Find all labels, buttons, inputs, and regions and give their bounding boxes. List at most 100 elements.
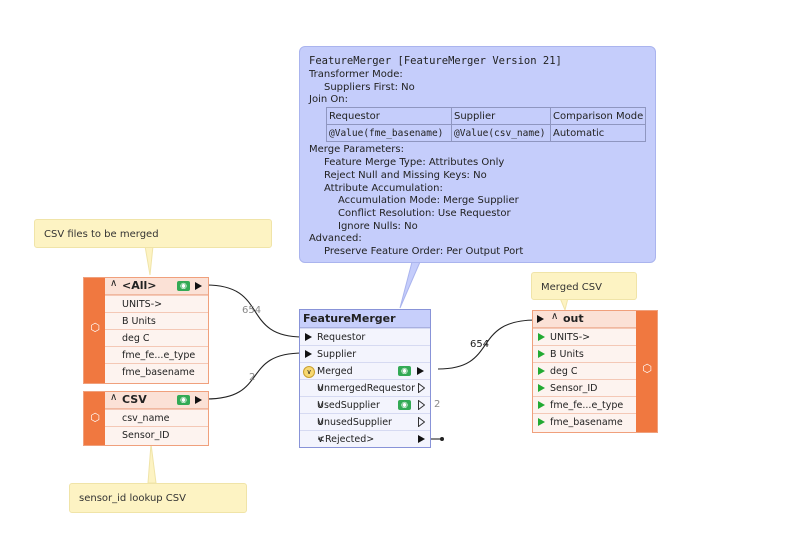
join-header-requestor: Requestor — [326, 107, 452, 125]
output-port-arrow-icon[interactable] — [418, 435, 425, 443]
summary-feature-merge-type: Feature Merge Type: Attributes Only — [324, 157, 505, 168]
port-label: Merged — [317, 366, 353, 377]
chevron-up-icon[interactable]: ∧ — [551, 311, 559, 322]
chevron-up-icon[interactable]: ∧ — [110, 392, 118, 403]
chevron-down-icon[interactable]: ∨ — [317, 417, 324, 428]
attribute-name: Sensor_ID — [550, 383, 598, 394]
attribute-row: fme_fe...e_type — [533, 396, 636, 414]
port-label: UnusedSupplier — [317, 417, 392, 428]
feature-merger-transformer[interactable]: FeatureMerger Requestor Supplier ∨ Merge… — [299, 309, 431, 448]
output-port-hollow-icon[interactable] — [418, 417, 425, 427]
reader-csv-title: CSV — [122, 393, 147, 406]
output-port-used-supplier[interactable]: ∨ UsedSupplier ◉ — [300, 396, 430, 414]
reader-csv-stripe: ⬡ — [84, 392, 105, 445]
attribute-row: Sensor_ID — [533, 379, 636, 397]
eye-icon[interactable]: ◉ — [398, 366, 411, 376]
chevron-down-icon[interactable]: ∨ — [317, 383, 324, 394]
feature-merger-header[interactable]: FeatureMerger — [300, 310, 430, 328]
output-port-arrow-icon[interactable] — [417, 367, 424, 375]
input-port-arrow-icon — [305, 350, 312, 358]
input-port-supplier[interactable]: Supplier — [300, 345, 430, 363]
annotation-merged-csv[interactable]: Merged CSV — [531, 272, 637, 300]
reader-csv-output-port[interactable] — [195, 396, 202, 404]
chevron-down-icon[interactable]: ∨ — [317, 434, 324, 445]
join-header-supplier: Supplier — [451, 107, 551, 125]
connection-all-to-requestor — [205, 284, 304, 338]
connection-csv-to-supplier — [205, 352, 304, 400]
eye-icon[interactable]: ◉ — [177, 395, 190, 405]
reader-all-header[interactable]: ∧ <All> ◉ — [105, 278, 208, 295]
input-port-requestor[interactable]: Requestor — [300, 328, 430, 346]
port-label: UnmergedRequestor — [317, 383, 416, 394]
port-label: UsedSupplier — [317, 400, 380, 411]
port-label: Requestor — [317, 332, 366, 343]
summary-join-on: Join On: — [309, 94, 348, 105]
rejected-endpoint — [440, 437, 444, 441]
output-port-rejected[interactable]: ∨ <Rejected> — [300, 430, 430, 447]
annotation-sensor-lookup-text: sensor_id lookup CSV — [79, 493, 186, 504]
chevron-up-icon[interactable]: ∧ — [110, 278, 118, 289]
join-value-requestor: @Value(fme_basename) — [326, 124, 452, 142]
annotation-merged-csv-text: Merged CSV — [541, 282, 602, 293]
connection-merged-to-out — [437, 319, 537, 370]
attribute-row: Sensor_ID — [105, 426, 208, 445]
attribute-name: deg C — [550, 366, 578, 377]
annotation-sensor-lookup[interactable]: sensor_id lookup CSV — [69, 483, 247, 513]
feature-count-used-supplier: 2 — [434, 399, 441, 410]
attribute-name: csv_name — [122, 413, 170, 424]
summary-advanced: Advanced: — [309, 233, 362, 244]
attribute-port-icon — [538, 384, 545, 392]
bubble-pointer — [399, 261, 421, 309]
output-port-unused-supplier[interactable]: ∨ UnusedSupplier — [300, 413, 430, 431]
eye-icon[interactable]: ◉ — [177, 281, 190, 291]
attribute-row: UNITS-> — [533, 328, 636, 346]
summary-suppliers-first: Suppliers First: No — [324, 82, 415, 93]
input-port-arrow-icon — [305, 333, 312, 341]
reader-csv-feature-type[interactable]: ⬡ ∧ CSV ◉ csv_name Sensor_ID — [83, 391, 209, 446]
output-port-hollow-icon[interactable] — [418, 383, 425, 393]
feature-merger-title: FeatureMerger — [303, 312, 396, 325]
feature-count-all-to-requestor: 654 — [242, 305, 262, 316]
output-port-unmerged-requestor[interactable]: ∨ UnmergedRequestor — [300, 379, 430, 397]
chevron-down-icon[interactable]: ∨ — [317, 400, 324, 411]
reader-all-title: <All> — [122, 279, 157, 292]
warning-icon[interactable]: ∨ — [303, 366, 315, 378]
attribute-row: fme_basename — [105, 363, 208, 383]
reader-csv-header[interactable]: ∧ CSV ◉ — [105, 392, 208, 409]
writer-out-input-port[interactable] — [537, 315, 544, 323]
attribute-row: deg C — [533, 362, 636, 380]
output-port-hollow-icon[interactable] — [418, 400, 425, 410]
join-header-comparison-mode: Comparison Mode — [549, 107, 647, 125]
writer-out-stripe: ⬡ — [636, 311, 657, 432]
attribute-row: B Units — [105, 312, 208, 330]
reader-all-output-port[interactable] — [195, 282, 202, 290]
stack-icon: ⬡ — [642, 362, 652, 375]
summary-conflict-resolution: Conflict Resolution: Use Requestor — [338, 208, 511, 219]
eye-icon[interactable]: ◉ — [398, 400, 411, 410]
attribute-name: UNITS-> — [550, 332, 591, 343]
summary-reject-null: Reject Null and Missing Keys: No — [324, 170, 487, 181]
attribute-row: fme_basename — [533, 413, 636, 432]
writer-out-title: out — [563, 312, 584, 325]
attribute-name: fme_fe...e_type — [122, 350, 196, 361]
summary-transformer-mode: Transformer Mode: — [309, 69, 403, 80]
join-value-comparison-mode: Automatic — [549, 124, 647, 142]
summary-ignore-nulls: Ignore Nulls: No — [338, 221, 418, 232]
annotation-csv-files[interactable]: CSV files to be merged — [34, 219, 272, 248]
summary-preserve-order: Preserve Feature Order: Per Output Port — [324, 246, 524, 257]
attribute-name: Sensor_ID — [122, 430, 170, 441]
writer-out-header[interactable]: ∧ out — [533, 311, 636, 328]
reader-all-stripe: ⬡ — [84, 278, 105, 383]
attribute-name: B Units — [550, 349, 584, 360]
reader-all-feature-type[interactable]: ⬡ ∧ <All> ◉ UNITS-> B Units deg C fme_fe… — [83, 277, 209, 384]
join-on-table: Requestor Supplier Comparison Mode @Valu… — [326, 107, 647, 142]
note-csv-files-pointer — [144, 245, 154, 276]
writer-out-feature-type[interactable]: ⬡ ∧ out UNITS-> B Units deg C Sensor_ID … — [532, 310, 658, 433]
attribute-name: UNITS-> — [122, 299, 163, 310]
output-port-merged[interactable]: ∨ Merged ◉ — [300, 362, 430, 380]
attribute-name: fme_basename — [122, 367, 195, 378]
port-label: <Rejected> — [317, 434, 375, 445]
feature-merger-summary: FeatureMerger [FeatureMerger Version 21]… — [299, 46, 656, 263]
attribute-name: deg C — [122, 333, 150, 344]
